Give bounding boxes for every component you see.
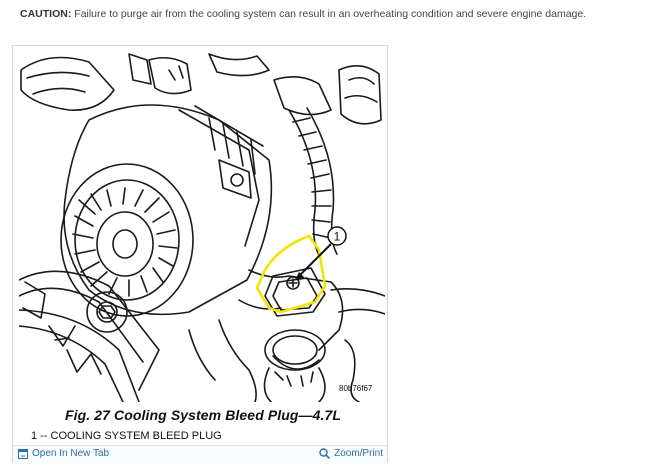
zoom-print-label: Zoom/Print bbox=[334, 448, 383, 459]
magnifier-icon bbox=[319, 448, 331, 459]
figure-legend: 1 -- COOLING SYSTEM BLEED PLUG bbox=[31, 430, 222, 442]
figure-panel: 1 80b76f67 Fig. 27 Cooling System Bleed … bbox=[12, 45, 388, 464]
open-new-tab-label: Open In New Tab bbox=[32, 448, 110, 459]
zoom-print-link[interactable]: Zoom/Print bbox=[319, 448, 383, 459]
open-new-tab-link[interactable]: Open In New Tab bbox=[18, 448, 109, 459]
caution-text: Failure to purge air from the cooling sy… bbox=[74, 8, 587, 20]
new-tab-icon bbox=[18, 448, 28, 459]
engine-illustration: 1 bbox=[19, 53, 385, 402]
figure-code: 80b76f67 bbox=[339, 384, 373, 393]
figure-caption: Fig. 27 Cooling System Bleed Plug—4.7L bbox=[65, 407, 342, 423]
caution-label: CAUTION: bbox=[20, 8, 72, 20]
figure-link-bar: Open In New Tab Zoom/Print bbox=[13, 445, 387, 464]
bleed-plug-highlight bbox=[255, 234, 327, 314]
callout-number: 1 bbox=[334, 230, 341, 244]
caution-notice: CAUTION: Failure to purge air from the c… bbox=[20, 8, 640, 21]
